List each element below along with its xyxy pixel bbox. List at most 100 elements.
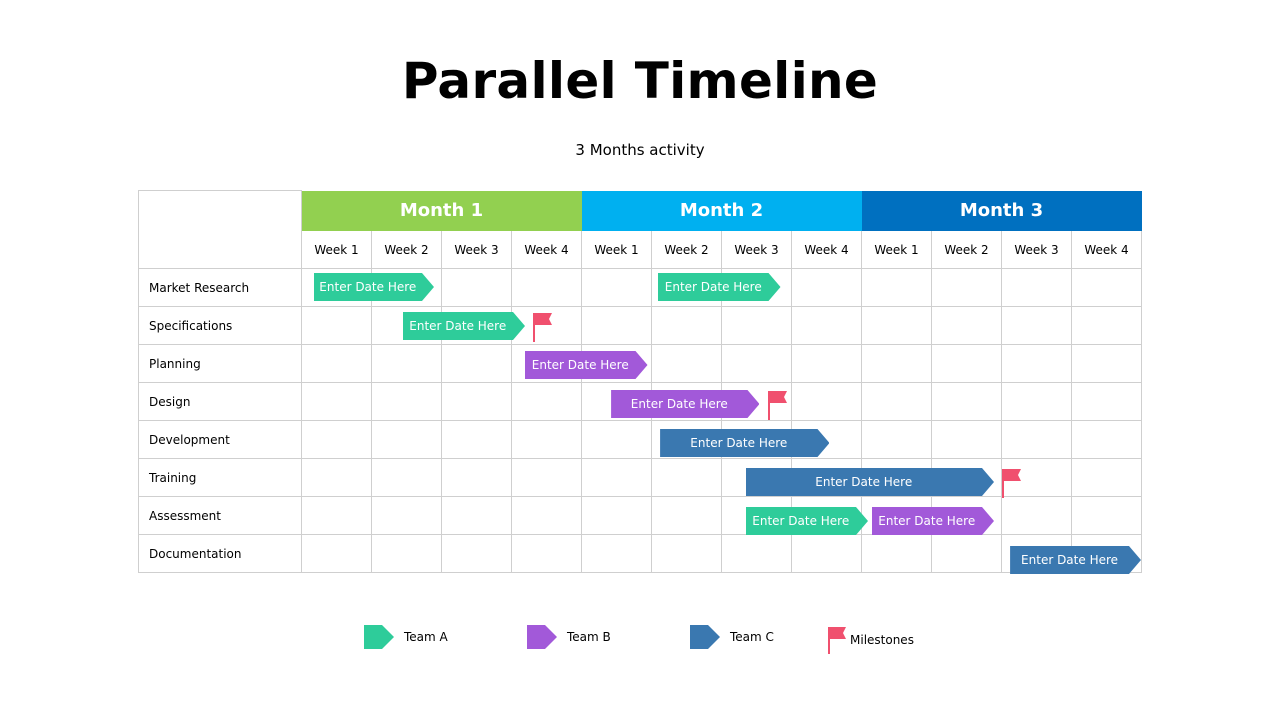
- timeline-cell: [791, 344, 862, 383]
- timeline-cell: [1071, 268, 1142, 307]
- timeline-cell: [861, 534, 932, 573]
- timeline-cell: [441, 344, 512, 383]
- timeline-cell: [791, 306, 862, 345]
- task-bar-team-b[interactable]: Enter Date Here: [611, 390, 759, 418]
- week-header: Week 3: [1001, 230, 1072, 269]
- timeline-cell: [651, 496, 722, 535]
- week-header: Week 3: [721, 230, 792, 269]
- timeline-cell: [371, 344, 442, 383]
- timeline-cell: [441, 458, 512, 497]
- page-subtitle: 3 Months activity: [575, 141, 705, 159]
- timeline-grid: Month 1 Month 2 Month 3 Week 1 Week 2 We…: [138, 190, 1142, 573]
- week-header: Week 4: [791, 230, 862, 269]
- timeline-cell: [1001, 306, 1072, 345]
- timeline-cell: [651, 534, 722, 573]
- timeline-cell: [301, 382, 372, 421]
- grid-corner: [138, 190, 302, 269]
- timeline-cell: [441, 420, 512, 459]
- week-header: Week 4: [1071, 230, 1142, 269]
- timeline-cell: [581, 420, 652, 459]
- task-label: Assessment: [138, 496, 302, 535]
- timeline-cell: [301, 344, 372, 383]
- week-header: Week 1: [301, 230, 372, 269]
- month-2-header: Month 2: [581, 190, 862, 231]
- week-header: Week 3: [441, 230, 512, 269]
- month-3-header: Month 3: [861, 190, 1142, 231]
- task-bar-team-c[interactable]: Enter Date Here: [1010, 546, 1141, 574]
- timeline-cell: [931, 382, 1002, 421]
- timeline-cell: [1071, 344, 1142, 383]
- timeline-cell: [791, 268, 862, 307]
- timeline-cell: [791, 382, 862, 421]
- timeline-cell: [931, 534, 1002, 573]
- timeline-cell: [651, 458, 722, 497]
- task-bar-team-b[interactable]: Enter Date Here: [872, 507, 995, 535]
- milestone-flag-icon: [828, 627, 846, 654]
- timeline-cell: [371, 420, 442, 459]
- timeline-cell: [441, 496, 512, 535]
- timeline-cell: [371, 458, 442, 497]
- timeline-cell: [301, 534, 372, 573]
- timeline-cell: [651, 306, 722, 345]
- timeline-cell: [371, 382, 442, 421]
- timeline-cell: [511, 420, 582, 459]
- timeline-cell: [581, 268, 652, 307]
- timeline-cell: [1071, 458, 1142, 497]
- timeline-cell: [301, 458, 372, 497]
- timeline-cell: [931, 268, 1002, 307]
- timeline-cell: [1001, 382, 1072, 421]
- week-header: Week 2: [931, 230, 1002, 269]
- milestone-flag-icon: [767, 391, 787, 420]
- timeline-cell: [1001, 268, 1072, 307]
- timeline-cell: [931, 344, 1002, 383]
- task-label: Planning: [138, 344, 302, 383]
- team-a-arrow-icon: [364, 625, 394, 649]
- task-bar-team-c[interactable]: Enter Date Here: [660, 429, 829, 457]
- timeline-cell: [441, 268, 512, 307]
- legend-team-c-label: Team C: [730, 630, 774, 644]
- timeline-cell: [511, 534, 582, 573]
- task-bar-team-a[interactable]: Enter Date Here: [314, 273, 434, 301]
- timeline-cell: [1071, 496, 1142, 535]
- timeline-cell: [931, 306, 1002, 345]
- timeline-cell: [371, 496, 442, 535]
- timeline-cell: [931, 420, 1002, 459]
- task-label: Specifications: [138, 306, 302, 345]
- timeline-cell: [371, 534, 442, 573]
- legend-team-a-label: Team A: [404, 630, 448, 644]
- legend-team-c: Team C: [690, 625, 774, 649]
- milestone-flag-icon: [533, 313, 552, 342]
- milestone-flag-icon: [1002, 469, 1021, 498]
- timeline-cell: [511, 458, 582, 497]
- timeline-cell: [301, 496, 372, 535]
- timeline-cell: [581, 306, 652, 345]
- task-label: Development: [138, 420, 302, 459]
- timeline-cell: [581, 534, 652, 573]
- task-label: Market Research: [138, 268, 302, 307]
- timeline-cell: [861, 420, 932, 459]
- task-bar-team-a[interactable]: Enter Date Here: [658, 273, 781, 301]
- task-label: Documentation: [138, 534, 302, 573]
- task-bar-team-b[interactable]: Enter Date Here: [525, 351, 648, 379]
- task-bar-team-c[interactable]: Enter Date Here: [746, 468, 995, 496]
- timeline-cell: [1001, 420, 1072, 459]
- timeline-cell: [791, 534, 862, 573]
- timeline-cell: [861, 306, 932, 345]
- team-c-arrow-icon: [690, 625, 720, 649]
- legend-team-b: Team B: [527, 625, 611, 649]
- week-header: Week 4: [511, 230, 582, 269]
- timeline-cell: [721, 306, 792, 345]
- timeline-cell: [441, 382, 512, 421]
- timeline-cell: [1071, 382, 1142, 421]
- timeline-cell: [441, 534, 512, 573]
- timeline-cell: [581, 496, 652, 535]
- task-label: Training: [138, 458, 302, 497]
- timeline-cell: [511, 268, 582, 307]
- timeline-cell: [581, 458, 652, 497]
- task-bar-team-a[interactable]: Enter Date Here: [746, 507, 869, 535]
- task-bar-team-a[interactable]: Enter Date Here: [403, 312, 526, 340]
- timeline-cell: [861, 344, 932, 383]
- week-header: Week 2: [651, 230, 722, 269]
- legend-team-b-label: Team B: [567, 630, 611, 644]
- week-header: Week 2: [371, 230, 442, 269]
